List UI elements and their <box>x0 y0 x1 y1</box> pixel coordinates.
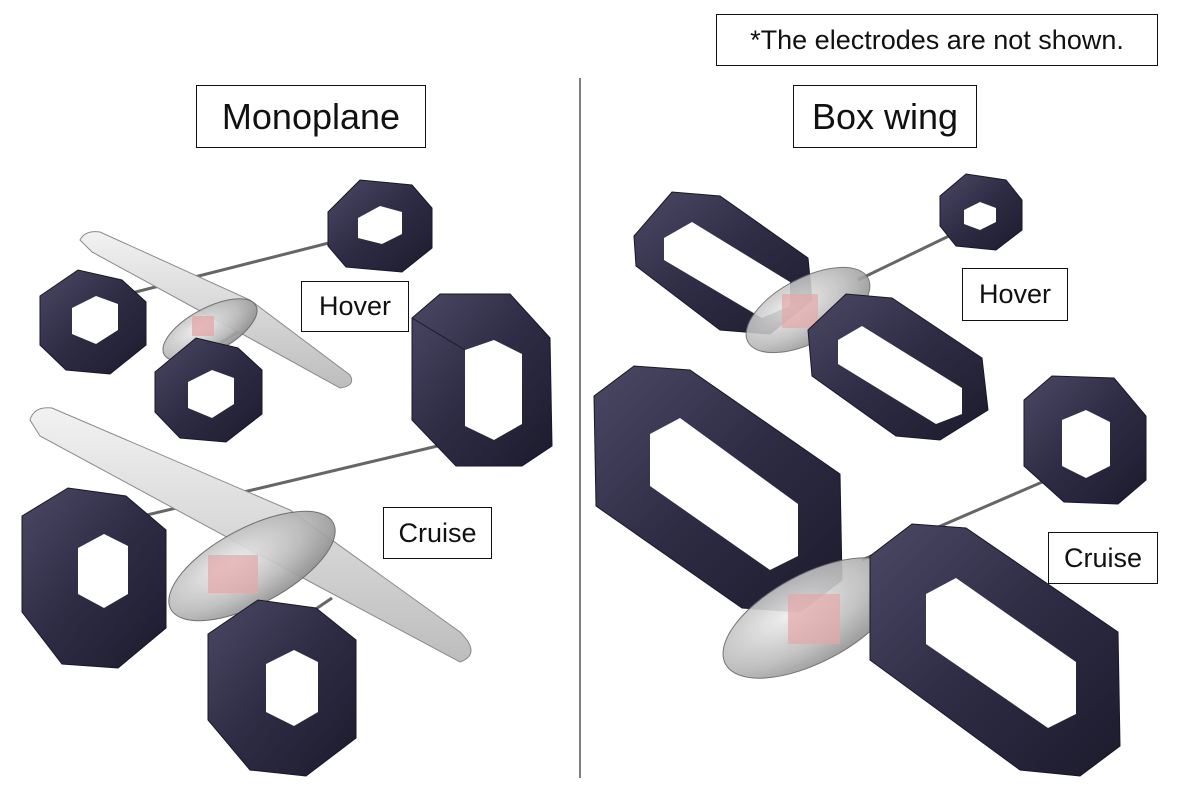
duct <box>327 179 433 273</box>
box-wing <box>807 293 989 441</box>
box-wing-title: Box wing <box>793 85 977 148</box>
boom <box>91 428 506 530</box>
monoplane-cruise-aircraft <box>21 293 553 777</box>
monoplane-panel <box>21 179 553 777</box>
note-text: *The electrodes are not shown. <box>750 24 1124 55</box>
box-wing <box>869 523 1121 777</box>
box-wing-title-text: Box wing <box>811 95 959 137</box>
monoplane-hover-text: Hover <box>318 291 392 321</box>
note-box: *The electrodes are not shown. <box>716 14 1158 66</box>
monoplane-title: Monoplane <box>196 85 426 148</box>
box-wing-cruise-text: Cruise <box>1063 542 1143 573</box>
duct <box>939 173 1023 251</box>
duct <box>411 293 553 467</box>
payload <box>782 294 818 328</box>
box-wing-hover-label: Hover <box>962 268 1068 321</box>
monoplane-hover-aircraft <box>39 179 433 443</box>
box-wing-cruise-label: Cruise <box>1048 532 1158 584</box>
duct <box>207 599 357 777</box>
payload <box>788 594 840 644</box>
monoplane-cruise-label: Cruise <box>383 507 492 559</box>
monoplane-hover-label: Hover <box>301 281 409 332</box>
duct <box>154 337 263 443</box>
duct <box>39 269 147 375</box>
duct <box>1023 375 1147 505</box>
box-wing-hover-aircraft <box>633 173 1023 441</box>
box-wing-hover-text: Hover <box>978 279 1052 309</box>
box-wing-cruise-aircraft <box>593 365 1147 777</box>
monoplane-title-text: Monoplane <box>221 95 401 137</box>
payload <box>208 555 258 593</box>
duct <box>21 487 167 669</box>
monoplane-cruise-text: Cruise <box>398 517 477 548</box>
box-wing-panel <box>593 173 1147 777</box>
payload <box>192 316 214 336</box>
